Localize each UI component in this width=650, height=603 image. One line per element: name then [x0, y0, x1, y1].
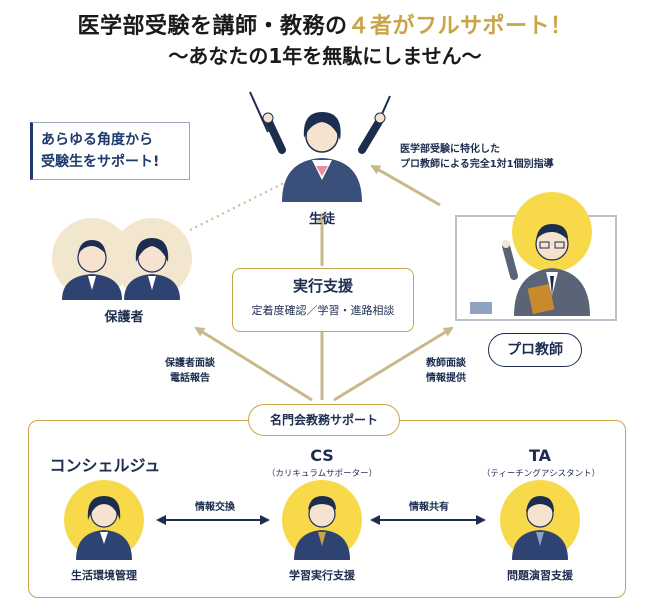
role-cs-title: CS [310, 446, 334, 465]
execution-support-title: 実行支援 [292, 277, 353, 295]
edge-teacher-line1: 教師面談 [426, 358, 466, 369]
edge-teacher-line2: 情報提供 [426, 373, 466, 384]
callout-line1: あらゆる角度から [41, 132, 153, 148]
edge-parents-line2: 電話報告 [170, 373, 210, 384]
page-title: 医学部受験を講師・教務の４者がフルサポート！ [0, 8, 650, 40]
student-illustration [249, 91, 391, 202]
arrow-to-parents [194, 326, 313, 402]
execution-support-subtitle: 定着度確認／学習・進路相談 [251, 304, 395, 317]
concierge-avatar [64, 480, 144, 560]
execution-support-box: 実行支援 定着度確認／学習・進路相談 [232, 268, 414, 332]
title-accent: ４者がフルサポート！ [347, 14, 573, 39]
student-label: 生徒 [308, 212, 335, 227]
arrow-to-teacher [333, 326, 454, 402]
title-main: 医学部受験を講師・教務の [77, 14, 348, 39]
role-concierge-caption: 生活環境管理 [71, 569, 137, 582]
ta-avatar [500, 480, 580, 560]
pro-teacher-label: プロ教師 [488, 333, 582, 367]
callout-line2: 受験生をサポート! [41, 154, 160, 170]
role-ta-caption: 問題演習支援 [507, 569, 573, 582]
arrow-teacher-to-student [370, 164, 441, 207]
role-ta-subtitle: （ティーチングアシスタント） [481, 469, 601, 479]
link-left-label: 情報交換 [195, 502, 235, 513]
page-subtitle: 〜あなたの1年を無駄にしません〜 [168, 44, 482, 68]
dotted-link [189, 179, 291, 231]
edge-label-teacher: 教師面談 情報提供 [406, 356, 486, 386]
role-concierge-title: コンシェルジュ [49, 456, 161, 475]
edge-label-parents: 保護者面談 電話報告 [150, 356, 230, 386]
callout-box: あらゆる角度から 受験生をサポート! [30, 122, 190, 180]
role-cs-caption: 学習実行支援 [289, 569, 355, 582]
link-right-label: 情報共有 [409, 502, 449, 513]
support-team-pill: 名門会教務サポート [248, 404, 400, 436]
teacher-note-line2: プロ教師による完全1対1個別指導 [400, 159, 554, 170]
parents-illustration [52, 218, 192, 300]
role-cs-subtitle: （カリキュラムサポーター） [266, 469, 378, 479]
teacher-note-line1: 医学部受験に特化した [400, 144, 500, 155]
edge-parents-line1: 保護者面談 [165, 358, 215, 369]
parents-label: 保護者 [104, 310, 144, 325]
pro-teacher-illustration [455, 192, 617, 321]
role-ta-title: TA [528, 446, 552, 465]
cs-avatar [282, 480, 362, 560]
teacher-note: 医学部受験に特化した プロ教師による完全1対1個別指導 [400, 142, 620, 172]
